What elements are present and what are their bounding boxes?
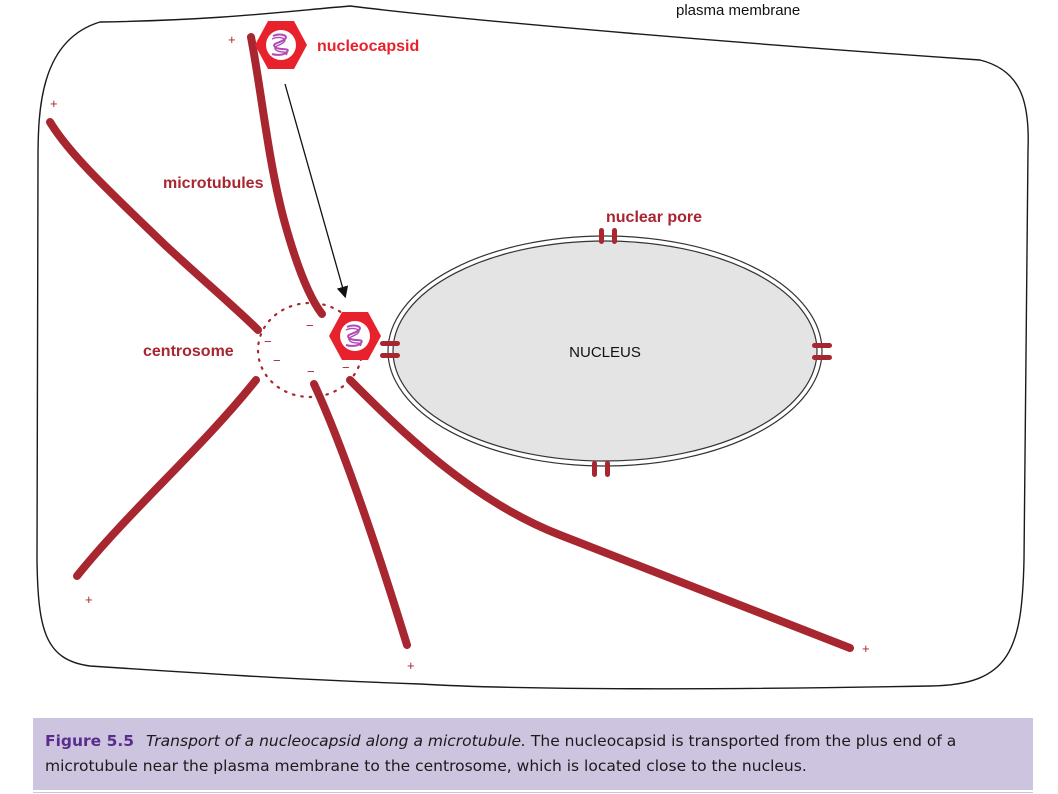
- minus-sign: −: [306, 318, 314, 333]
- figure-caption: Figure 5.5 Transport of a nucleocapsid al…: [33, 718, 1033, 790]
- microtubules: [46, 33, 854, 652]
- minus-sign: −: [264, 334, 272, 349]
- nucleus: NUCLEUS: [387, 235, 823, 467]
- minus-sign: −: [342, 360, 350, 375]
- microtubule-2: [46, 118, 262, 334]
- microtubules-label: microtubules: [163, 175, 264, 192]
- minus-sign: −: [273, 353, 281, 368]
- figure-title: Transport of a nucleocapsid along a micr…: [146, 732, 526, 750]
- nucleocapsid-label: nucleocapsid: [317, 38, 419, 55]
- plus-sign: +: [228, 32, 236, 47]
- transport-arrow: [284, 83, 349, 299]
- plus-sign: +: [862, 641, 870, 656]
- nuclear-pore-label: nuclear pore: [606, 209, 702, 226]
- microtubule-5: [346, 376, 854, 652]
- microtubule-4: [310, 380, 411, 649]
- microtubule-1: [247, 33, 326, 318]
- nuclear-pore-bottom: [592, 461, 597, 477]
- plus-sign: +: [407, 658, 415, 673]
- microtubule-3: [73, 376, 260, 580]
- minus-end-markers: − − − − −: [264, 318, 350, 379]
- nuclear-pore-top: [599, 228, 604, 244]
- nuclear-pore-left: [380, 341, 400, 346]
- plus-end-markers: + + + + +: [50, 32, 870, 673]
- plus-sign: +: [85, 592, 93, 607]
- plasma-membrane-outline: [36, 5, 1029, 690]
- figure-description: The nucleocapsid is transported from the…: [45, 732, 957, 775]
- plasma-membrane-label: plasma membrane: [676, 2, 800, 19]
- cell-diagram: plasma membrane NUCLEUS nuclear pore cen…: [36, 2, 1029, 690]
- figure-number: Figure 5.5: [45, 732, 135, 750]
- hexagon-capsid-icon: [254, 20, 308, 70]
- centrosome-label: centrosome: [143, 343, 234, 360]
- minus-sign: −: [307, 364, 315, 379]
- nuclear-pore-right: [812, 343, 832, 348]
- nuclear-pores: [380, 228, 832, 477]
- nucleus-label: NUCLEUS: [569, 344, 641, 361]
- plus-sign: +: [50, 96, 58, 111]
- caption-divider: [33, 792, 1033, 793]
- hexagon-capsid-icon: [328, 311, 382, 361]
